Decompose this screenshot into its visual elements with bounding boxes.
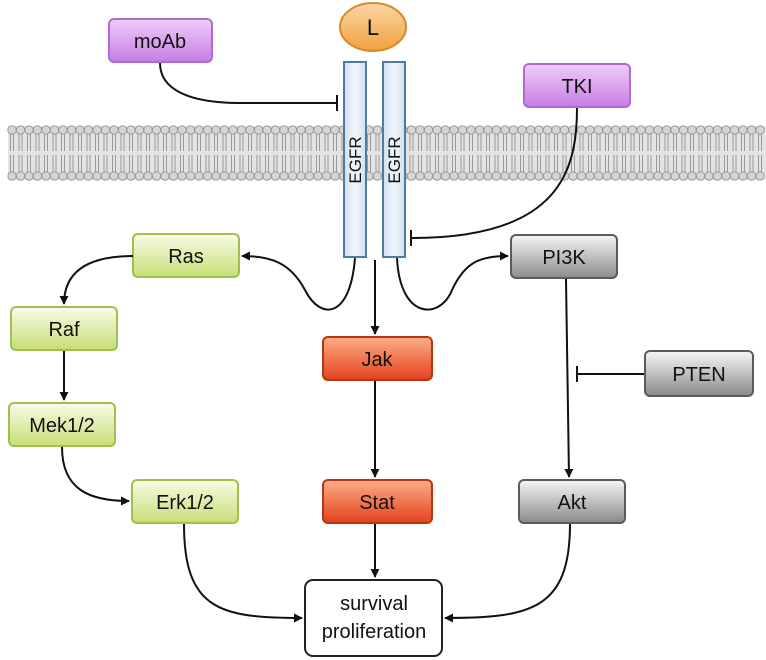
pten-box: PTEN [644,350,754,397]
mek-label: Mek1/2 [29,415,95,437]
outcome-proliferation: proliferation [322,621,427,643]
ras-label: Ras [168,246,204,268]
arrow-egfr-to-pi3k [396,251,509,311]
moab-inhibition-line [159,62,336,104]
egfr-label-right: EGFR [385,136,404,183]
tki-label: TKI [561,76,592,98]
arrow-pi3k-to-akt [564,278,574,478]
arrow-egfr-to-ras [241,251,356,311]
raf-box: Raf [10,306,118,351]
stat-box: Stat [322,479,433,524]
egfr-receptor-left: EGFR [343,61,367,258]
outcome-survival: survival [340,593,408,615]
akt-label: Akt [558,492,587,514]
ligand: L [339,2,407,52]
stat-label: Stat [359,492,395,514]
ras-box: Ras [132,233,240,278]
outcome-box: survival proliferation [304,579,443,657]
akt-box: Akt [518,479,626,524]
pi3k-box: PI3K [510,234,618,279]
tki-box: TKI [523,63,631,108]
arrow-ras-to-raf [59,255,134,305]
jak-label: Jak [361,349,393,371]
pten-label: PTEN [672,364,725,386]
mek-box: Mek1/2 [8,402,116,447]
moab-box: moAb [108,18,213,63]
jak-box: Jak [322,336,433,381]
egfr-label-left: EGFR [346,136,365,183]
erk-box: Erk1/2 [131,479,239,524]
pi3k-label: PI3K [542,247,586,269]
moab-label: moAb [134,31,186,53]
arrow-akt-to-outcome [444,523,571,623]
egfr-receptor-right: EGFR [382,61,406,258]
ligand-label: L [367,15,379,40]
erk-label: Erk1/2 [156,492,214,514]
tki-inhibition-line [411,107,578,239]
arrow-mek-to-erk [61,446,130,506]
arrow-erk-to-outcome [183,523,303,623]
membrane-lipid-heads-inner [7,171,765,181]
raf-label: Raf [48,319,80,341]
